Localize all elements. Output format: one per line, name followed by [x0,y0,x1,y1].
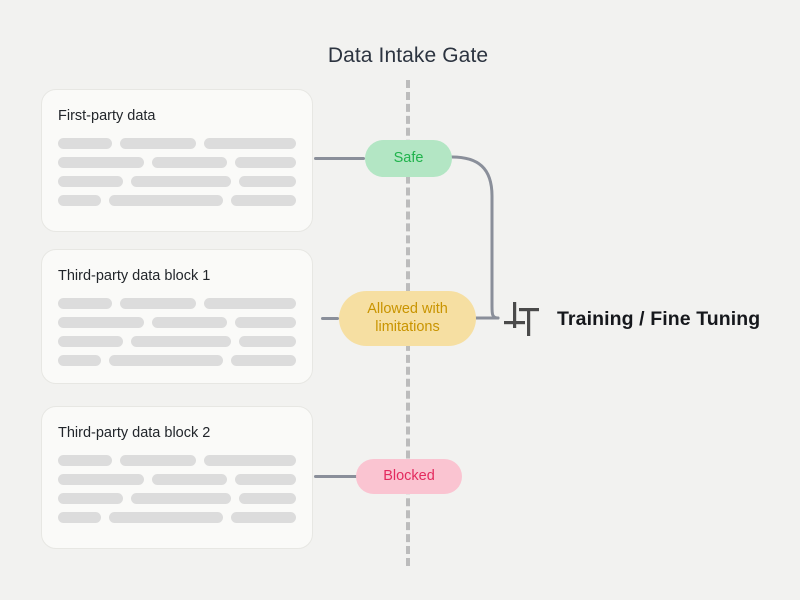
skeleton-bar [230,355,296,366]
skeleton-row [58,176,296,187]
skeleton-bar [120,138,196,149]
skeleton-bar [58,455,113,466]
skeleton-bar [235,157,296,168]
skeleton-bar [58,317,145,328]
skeleton-bar [239,493,296,504]
skeleton-placeholder-rows [58,455,296,523]
skeleton-bar [108,355,223,366]
skeleton-row [58,138,296,149]
skeleton-row [58,355,296,366]
verdict-badge-safe[interactable]: Safe [365,140,452,177]
skeleton-row [58,195,296,206]
data-source-card-third-party-2[interactable]: Third-party data block 2 [41,406,313,549]
card-title: Third-party data block 1 [58,268,211,284]
verdict-badge-allowed-with-limitations[interactable]: Allowed with limitations [339,291,476,346]
output-node-training[interactable]: Training / Fine Tuning [503,300,760,338]
data-source-card-first-party[interactable]: First-party data [41,89,313,232]
connector-card-2-to-pill [314,475,358,478]
skeleton-bar [58,138,113,149]
skeleton-bar [120,455,196,466]
data-source-card-third-party-1[interactable]: Third-party data block 1 [41,249,313,384]
skeleton-bar [235,317,296,328]
skeleton-bar [58,195,101,206]
skeleton-bar [131,336,232,347]
skeleton-bar [230,195,296,206]
card-title: First-party data [58,108,156,124]
card-title: Third-party data block 2 [58,425,211,441]
skeleton-row [58,298,296,309]
skeleton-row [58,474,296,485]
skeleton-bar [58,336,124,347]
skeleton-bar [235,474,296,485]
verdict-badge-blocked[interactable]: Blocked [356,459,462,494]
skeleton-bar [108,195,223,206]
page-title: Data Intake Gate [327,44,489,67]
skeleton-bar [120,298,196,309]
skeleton-row [58,512,296,523]
skeleton-bar [131,493,232,504]
sliders-icon [504,302,539,336]
skeleton-row [58,336,296,347]
skeleton-row [58,317,296,328]
skeleton-bar [152,317,228,328]
connector-card-1-to-pill [321,317,339,320]
skeleton-row [58,455,296,466]
output-label: Training / Fine Tuning [557,307,761,330]
skeleton-bar [239,176,296,187]
skeleton-bar [58,474,145,485]
skeleton-row [58,157,296,168]
skeleton-bar [58,512,101,523]
skeleton-row [58,493,296,504]
skeleton-bar [131,176,232,187]
skeleton-bar [58,493,124,504]
skeleton-bar [58,157,145,168]
skeleton-bar [58,355,101,366]
skeleton-bar [58,176,124,187]
skeleton-bar [152,157,228,168]
skeleton-bar [203,138,296,149]
skeleton-bar [152,474,228,485]
connector-card-0-to-pill [314,157,365,160]
skeleton-bar [239,336,296,347]
skeleton-bar [58,298,113,309]
skeleton-placeholder-rows [58,138,296,206]
skeleton-bar [230,512,296,523]
skeleton-bar [203,455,296,466]
skeleton-bar [108,512,223,523]
skeleton-bar [203,298,296,309]
skeleton-placeholder-rows [58,298,296,366]
